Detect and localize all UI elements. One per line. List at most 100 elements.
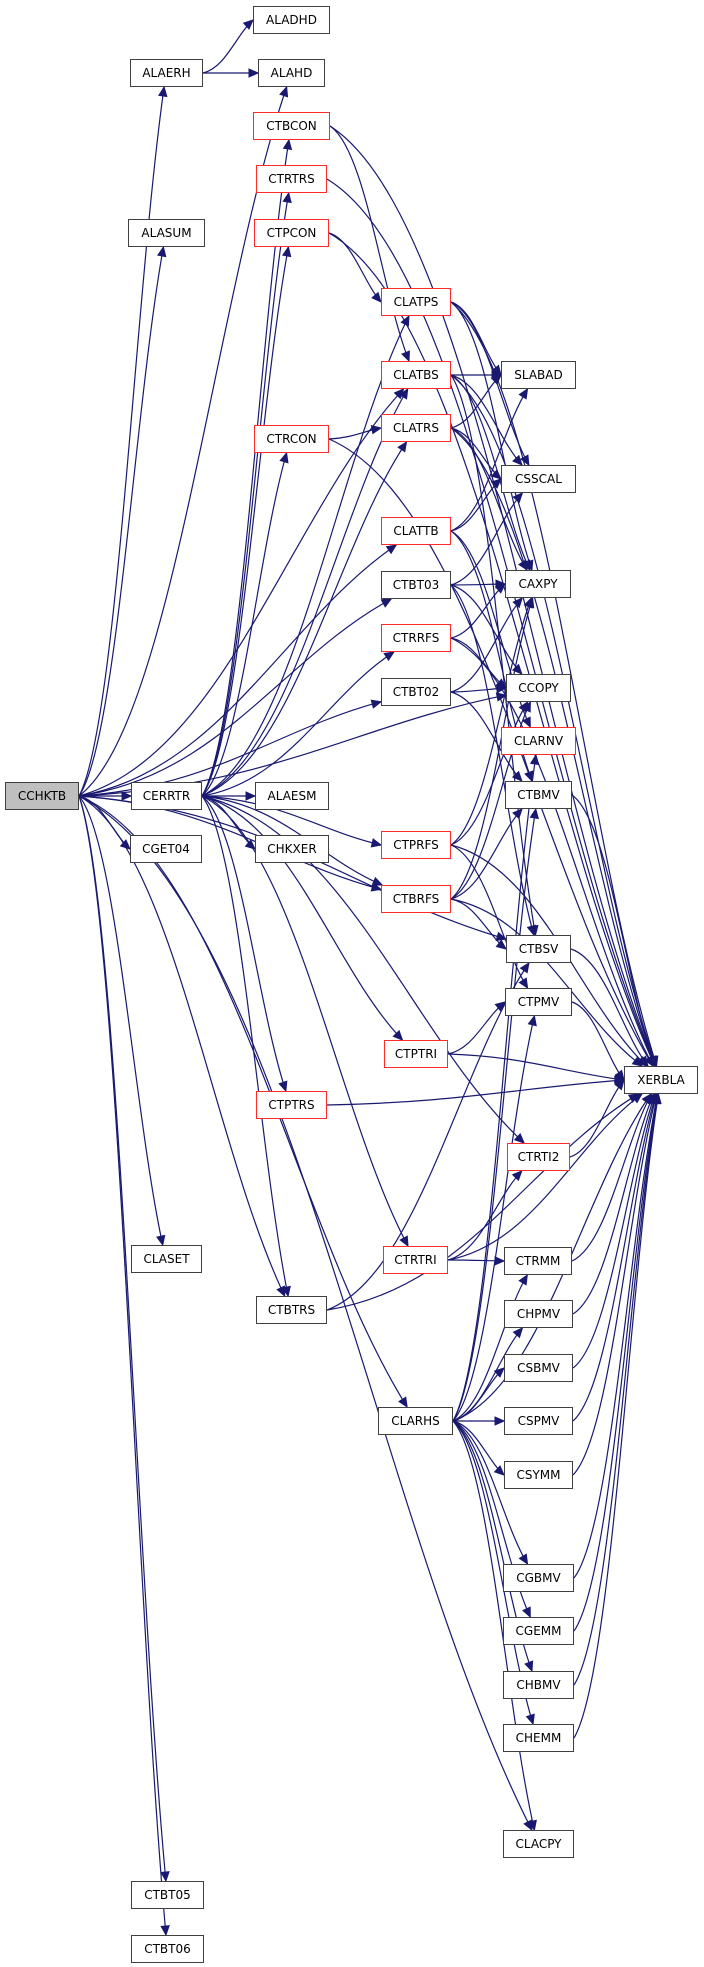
- node-chbmv[interactable]: CHBMV: [503, 1671, 574, 1699]
- node-csbmv[interactable]: CSBMV: [504, 1354, 573, 1382]
- arrowhead-icon: [279, 451, 289, 464]
- node-ctbt05[interactable]: CTBT05: [131, 1881, 204, 1909]
- arrowhead-icon: [521, 716, 531, 729]
- node-chkxer[interactable]: CHKXER: [255, 835, 329, 863]
- edge-cerrtr-to-ctpcon: [201, 246, 289, 797]
- node-alasum[interactable]: ALASUM: [128, 219, 205, 247]
- edge-cchktb-to-ctbtrs: [78, 795, 286, 1297]
- node-csscal[interactable]: CSSCAL: [501, 465, 576, 493]
- node-clatrs[interactable]: CLATRS: [381, 414, 451, 442]
- edge-cchktb-to-alaerh: [78, 86, 165, 797]
- node-alahd[interactable]: ALAHD: [258, 59, 325, 87]
- edge-clarhs-to-ctbmv: [452, 808, 537, 1422]
- edge-ctbt02-to-ctbmv: [450, 691, 523, 782]
- node-cchktb[interactable]: CCHKTB: [5, 782, 79, 810]
- arrowhead-icon: [399, 1235, 409, 1248]
- node-label: CTRRFS: [392, 631, 440, 645]
- node-ctpcon[interactable]: CTPCON: [254, 219, 329, 247]
- edge-ctbmv-to-xerbla: [571, 794, 656, 1067]
- node-cgemm[interactable]: CGEMM: [503, 1617, 574, 1645]
- node-label: CSSCAL: [515, 472, 562, 486]
- arrowhead-icon: [397, 440, 408, 453]
- edge-cerrtr-to-clatrs: [201, 441, 408, 797]
- arrowhead-icon: [511, 1170, 523, 1182]
- node-csymm[interactable]: CSYMM: [504, 1461, 573, 1489]
- arrowhead-icon: [370, 425, 383, 435]
- node-clacpy[interactable]: CLACPY: [503, 1830, 574, 1858]
- arrowhead-icon: [652, 1092, 662, 1105]
- node-claset[interactable]: CLASET: [131, 1245, 202, 1273]
- edge-clatbs-to-csscal: [450, 374, 523, 466]
- arrowhead-icon: [512, 597, 524, 609]
- arrowhead-icon: [518, 977, 529, 990]
- edge-ctbsv-to-xerbla: [570, 948, 649, 1067]
- node-ctpmv[interactable]: CTPMV: [505, 988, 572, 1016]
- arrowhead-icon: [496, 683, 508, 694]
- arrowhead-icon: [494, 1256, 506, 1266]
- edge-cgbmv-to-xerbla: [573, 1093, 659, 1579]
- node-ctbt03[interactable]: CTBT03: [381, 571, 451, 599]
- node-label: ALAHD: [270, 66, 313, 80]
- node-clatps[interactable]: CLATPS: [381, 288, 451, 316]
- node-alaesm[interactable]: ALAESM: [255, 782, 329, 810]
- node-cerrtr[interactable]: CERRTR: [131, 782, 202, 810]
- edge-ctptri-to-ctpmv: [447, 1001, 506, 1055]
- arrowhead-icon: [385, 544, 398, 555]
- node-chemm[interactable]: CHEMM: [503, 1724, 574, 1752]
- node-ctrcon[interactable]: CTRCON: [254, 425, 329, 453]
- node-ctbtrs[interactable]: CTBTRS: [256, 1296, 327, 1324]
- node-ctptrs[interactable]: CTPTRS: [256, 1091, 327, 1119]
- node-ctbcon[interactable]: CTBCON: [253, 112, 330, 140]
- node-xerbla[interactable]: XERBLA: [624, 1066, 698, 1094]
- node-slabad[interactable]: SLABAD: [501, 361, 576, 389]
- node-label: CTRTRI: [394, 1253, 437, 1267]
- node-chpmv[interactable]: CHPMV: [504, 1300, 573, 1328]
- node-label: CTBT06: [144, 1942, 191, 1956]
- node-clattb[interactable]: CLATTB: [381, 517, 451, 545]
- node-label: ALAERH: [142, 66, 191, 80]
- node-ctbt02[interactable]: CTBT02: [381, 678, 451, 706]
- node-alaerh[interactable]: ALAERH: [130, 59, 203, 87]
- arrowhead-icon: [157, 245, 167, 258]
- node-cspmv[interactable]: CSPMV: [504, 1407, 573, 1435]
- node-ctprfs[interactable]: CTPRFS: [381, 831, 451, 859]
- node-label: CTRTI2: [517, 1150, 560, 1164]
- edge-chemm-to-xerbla: [573, 1093, 659, 1739]
- edge-cspmv-to-xerbla: [572, 1093, 657, 1422]
- node-caxpy[interactable]: CAXPY: [505, 570, 571, 598]
- node-ctrtri[interactable]: CTRTRI: [383, 1246, 448, 1274]
- node-cget04[interactable]: CGET04: [130, 835, 202, 863]
- node-label: CLASET: [143, 1252, 190, 1266]
- edge-ctbtrs-to-ctbsv: [326, 962, 530, 1311]
- node-clarhs[interactable]: CLARHS: [378, 1407, 453, 1435]
- edge-clarhs-to-cgbmv: [452, 1420, 529, 1565]
- edge-ctbrfs-to-xerbla: [450, 898, 643, 1067]
- node-ctrmm[interactable]: CTRMM: [504, 1247, 572, 1275]
- node-ctptri[interactable]: CTPTRI: [384, 1040, 448, 1068]
- arrowhead-icon: [520, 454, 530, 467]
- edge-clarhs-to-clarnv: [452, 754, 537, 1422]
- node-ctrtrs[interactable]: CTRTRS: [256, 165, 327, 193]
- node-ctbt06[interactable]: CTBT06: [131, 1935, 204, 1963]
- node-ctrrfs[interactable]: CTRRFS: [381, 624, 451, 652]
- node-ctbrfs[interactable]: CTBRFS: [381, 885, 451, 913]
- edge-clarhs-to-csbmv: [452, 1367, 505, 1422]
- node-label: CHPMV: [516, 1307, 561, 1321]
- arrowhead-icon: [529, 807, 539, 820]
- edge-clatbs-to-xerbla: [450, 374, 657, 1067]
- node-label: CHEMM: [515, 1731, 562, 1745]
- node-clarnv[interactable]: CLARNV: [501, 727, 576, 755]
- node-cgbmv[interactable]: CGBMV: [503, 1564, 574, 1592]
- node-label: CLARHS: [391, 1414, 440, 1428]
- node-ctrti2[interactable]: CTRTI2: [507, 1143, 570, 1171]
- node-label: CTRMM: [515, 1254, 561, 1268]
- node-label: CTBT03: [392, 578, 440, 592]
- node-clatbs[interactable]: CLATBS: [381, 361, 451, 389]
- node-ctbmv[interactable]: CTBMV: [505, 781, 572, 809]
- node-ctbsv[interactable]: CTBSV: [506, 935, 571, 963]
- node-aladhd[interactable]: ALADHD: [253, 6, 330, 34]
- arrowhead-icon: [512, 454, 523, 466]
- edge-csbmv-to-xerbla: [572, 1093, 656, 1369]
- node-ccopy[interactable]: CCOPY: [506, 674, 571, 702]
- node-label: CTPTRS: [268, 1098, 315, 1112]
